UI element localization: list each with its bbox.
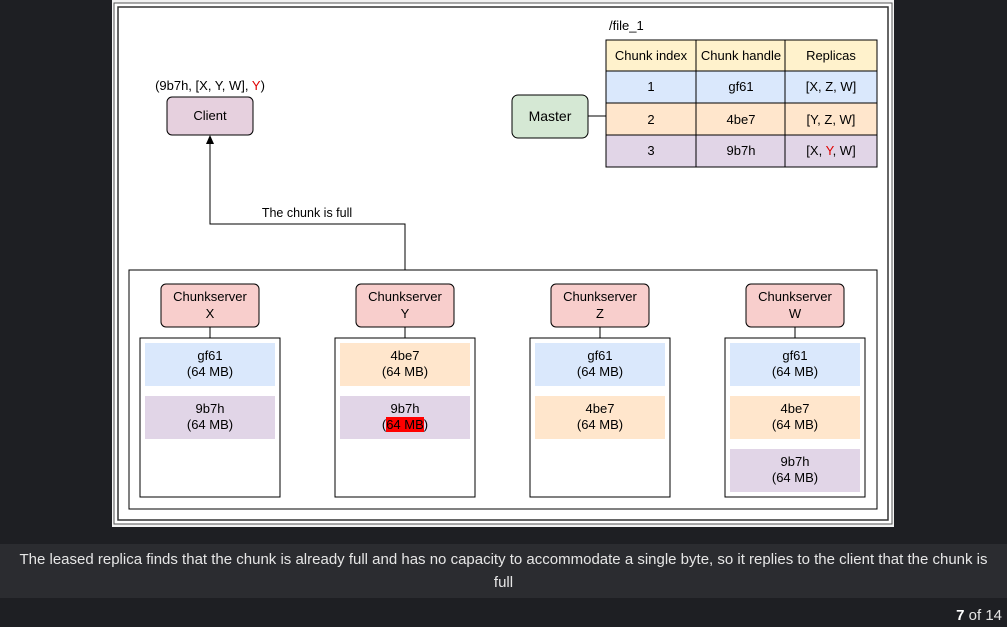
- replicas-suffix: , W]: [833, 143, 856, 158]
- table-cell-handle: 4be7: [727, 112, 756, 127]
- chunkserver-title: Chunkserver: [368, 289, 442, 304]
- table-cell-replicas: [Y, Z, W]: [807, 112, 856, 127]
- chunk-name: gf61: [197, 348, 222, 363]
- metadata-table: Chunk index Chunk handle Replicas 1 gf61…: [605, 39, 878, 168]
- chunkserver-title: Chunkserver: [758, 289, 832, 304]
- chunkserver-title: Chunkserver: [173, 289, 247, 304]
- size-close: ): [424, 417, 428, 432]
- chunk-size: (64 MB): [577, 417, 623, 432]
- chunk-block: 4be7(64 MB): [340, 343, 470, 386]
- full-chunk-highlight: [386, 417, 424, 432]
- arrow-label: The chunk is full: [262, 206, 352, 220]
- table-row: [605, 134, 878, 168]
- chunk-fill: [535, 396, 665, 439]
- chunk-block: 9b7h(64 MB): [145, 396, 275, 439]
- table-cell-index: 2: [647, 112, 654, 127]
- chunk-size: (64 MB): [187, 417, 233, 432]
- chunk-size: (64 MB): [577, 364, 623, 379]
- pager-separator: of: [964, 607, 986, 624]
- chunk-size: (64 MB): [772, 470, 818, 485]
- slide-caption: The leased replica finds that the chunk …: [0, 544, 1007, 598]
- chunk-size: (64 MB): [772, 364, 818, 379]
- table-cell-handle: 9b7h: [727, 143, 756, 158]
- chunk-block: 4be7(64 MB): [535, 396, 665, 439]
- chunk-name: gf61: [587, 348, 612, 363]
- table-cell-replicas: [X, Y, W]: [806, 143, 855, 158]
- chunk-fill: [145, 343, 275, 386]
- pager-total: 14: [985, 607, 1002, 624]
- chunk-block: 4be7(64 MB): [730, 396, 860, 439]
- chunk-name: 4be7: [586, 401, 615, 416]
- client-label: Client: [193, 108, 227, 123]
- chunk-fill: [340, 343, 470, 386]
- slide-pager: 7 of 14: [956, 607, 1002, 624]
- chunk-name: 9b7h: [781, 454, 810, 469]
- chunk-fill: [730, 396, 860, 439]
- chunk-fill: [145, 396, 275, 439]
- chunk-size: (64 MB): [187, 364, 233, 379]
- replicas-highlight: Y: [826, 143, 835, 158]
- chunk-size: (64 MB): [772, 417, 818, 432]
- table-header-row: [605, 39, 878, 72]
- client-tuple: (9b7h, [X, Y, W], Y): [155, 78, 265, 93]
- chunk-name: 4be7: [391, 348, 420, 363]
- chunk-fill: [730, 449, 860, 492]
- reply-arrow-line: [209, 143, 406, 270]
- chunk-fill: [535, 343, 665, 386]
- chunk-block: 9b7h(64 MB): [340, 396, 470, 439]
- table-cell-index: 1: [647, 79, 654, 94]
- chunk-block: gf61(64 MB): [145, 343, 275, 386]
- file-label: /file_1: [609, 18, 644, 33]
- client-tuple-highlight: Y: [252, 78, 261, 93]
- table-row: [605, 70, 878, 104]
- table-header-replicas: Replicas: [806, 48, 856, 63]
- chunkserver-id: W: [789, 306, 802, 321]
- gfs-diagram: /file_1 Chunk index Chunk handle Replica…: [113, 2, 893, 525]
- chunk-block: 9b7h(64 MB): [730, 449, 860, 492]
- table-cell-handle: gf61: [728, 79, 753, 94]
- client-tuple-suffix: ): [261, 78, 265, 93]
- master-node: [511, 94, 589, 139]
- client-tuple-prefix: (9b7h, [X, Y, W],: [155, 78, 252, 93]
- slide: /file_1 Chunk index Chunk handle Replica…: [112, 0, 894, 527]
- chunk-name: 9b7h: [391, 401, 420, 416]
- table-header-handle: Chunk handle: [701, 48, 781, 63]
- replicas-prefix: [X,: [806, 143, 825, 158]
- table-cell-index: 3: [647, 143, 654, 158]
- chunkserver-title: Chunkserver: [563, 289, 637, 304]
- reply-arrow-head: [206, 135, 214, 144]
- chunk-block: gf61(64 MB): [730, 343, 860, 386]
- chunk-name: 4be7: [781, 401, 810, 416]
- size-open: (: [382, 417, 387, 432]
- chunkserver-id: Z: [596, 306, 604, 321]
- chunk-size-full: (64 MB): [382, 417, 428, 432]
- chunk-block: gf61(64 MB): [535, 343, 665, 386]
- size-highlight: 64 MB: [386, 417, 424, 432]
- chunk-name: 9b7h: [196, 401, 225, 416]
- master-label: Master: [529, 108, 572, 124]
- pager-current: 7: [956, 607, 965, 624]
- chunkserver-id: X: [206, 306, 215, 321]
- chunk-fill: [730, 343, 860, 386]
- table-cell-replicas: [X, Z, W]: [806, 79, 857, 94]
- chunk-size: (64 MB): [382, 364, 428, 379]
- chunkserver-id: Y: [401, 306, 410, 321]
- table-header-index: Chunk index: [615, 48, 688, 63]
- chunk-name: gf61: [782, 348, 807, 363]
